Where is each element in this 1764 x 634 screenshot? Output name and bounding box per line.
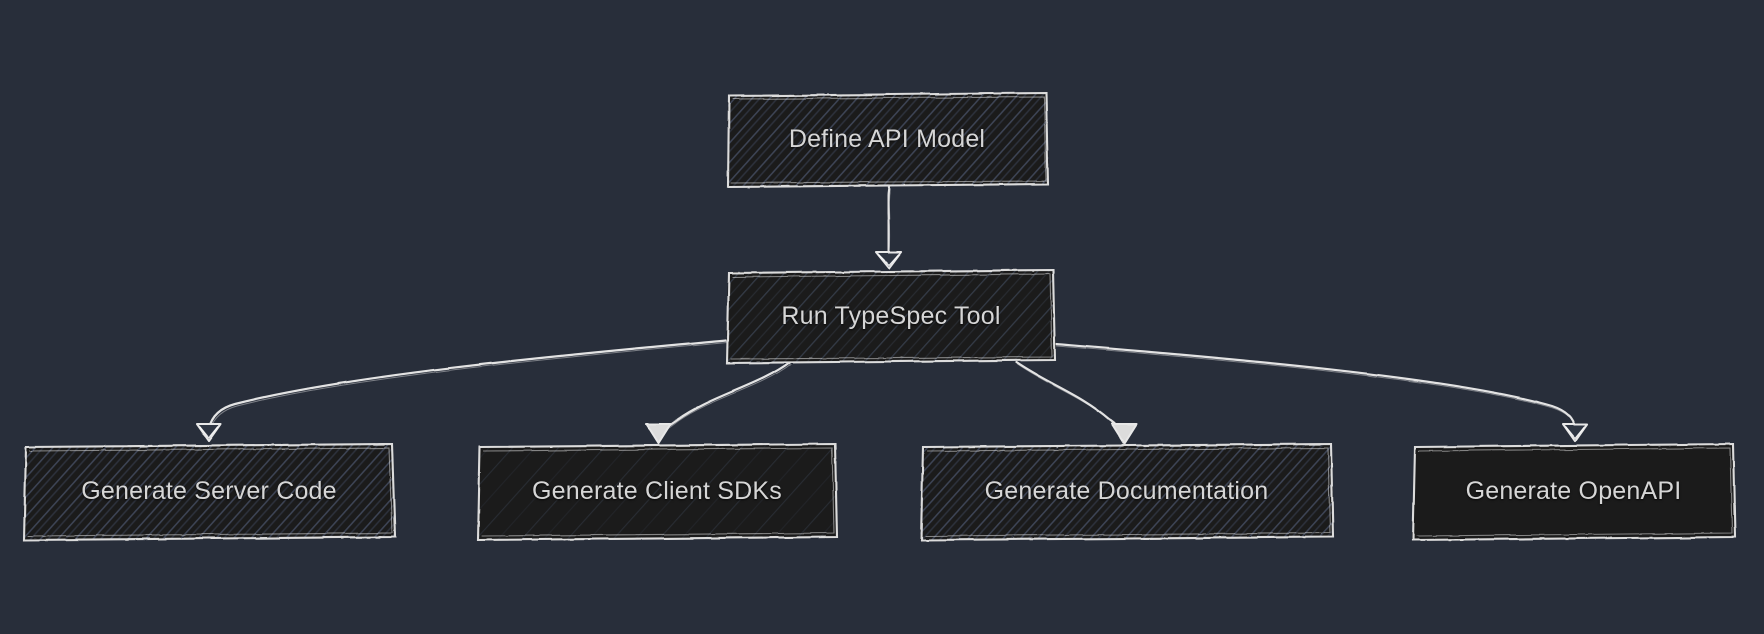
edge-run-to-openapi <box>1054 342 1577 430</box>
edge-run-to-server <box>207 338 728 430</box>
node-layer <box>22 91 1737 542</box>
node-generate-client-sdks[interactable] <box>476 442 839 542</box>
arrowhead-run-to-server <box>195 422 223 443</box>
arrowhead-run-to-docs <box>1110 422 1138 445</box>
node-run-typespec-tool[interactable] <box>725 268 1057 365</box>
arrowhead-run-to-client <box>644 422 672 445</box>
arrowhead-run-to-openapi <box>1561 422 1589 443</box>
edge-layer <box>195 184 1589 445</box>
node-define-api-model[interactable] <box>726 91 1050 189</box>
edge-run-to-docs <box>1014 360 1126 432</box>
edge-run-to-client <box>656 360 792 432</box>
arrowhead-define-to-run <box>874 250 903 270</box>
node-generate-server-code[interactable] <box>22 442 397 542</box>
node-generate-openapi[interactable] <box>1411 442 1737 542</box>
node-generate-documentation[interactable] <box>919 442 1335 542</box>
edge-define-to-run <box>886 184 891 258</box>
